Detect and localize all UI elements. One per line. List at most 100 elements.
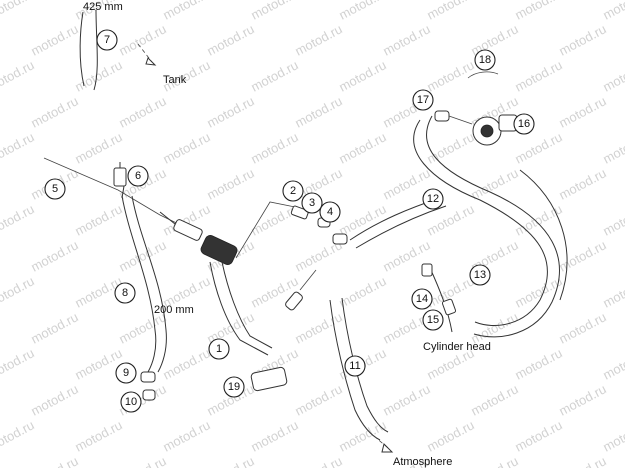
- watermark-text: motod.ru: [0, 273, 37, 310]
- watermark-text: motod.ru: [556, 165, 608, 202]
- watermark-text: motod.ru: [468, 453, 520, 468]
- watermark-text: motod.ru: [0, 417, 37, 454]
- clamp-10: [142, 389, 156, 401]
- watermark-text: motod.ru: [512, 0, 564, 23]
- svg-text:6: 6: [135, 170, 141, 182]
- svg-text:5: 5: [52, 183, 58, 195]
- atmosphere-arrow: [381, 443, 394, 453]
- fitting-17: [434, 110, 450, 122]
- watermark-text: motod.ru: [512, 57, 564, 94]
- svg-text:2: 2: [290, 185, 296, 197]
- watermark-text: motod.ru: [28, 453, 80, 468]
- svg-text:17: 17: [417, 94, 429, 106]
- callout-14: 14: [411, 288, 433, 310]
- hose-13-outer: [519, 169, 568, 301]
- watermark-text: motod.ru: [248, 129, 300, 166]
- svg-text:9: 9: [123, 367, 129, 379]
- watermark-text: motod.ru: [556, 237, 608, 274]
- watermark-text: motod.ru: [292, 453, 344, 468]
- watermark-text: motod.ru: [116, 21, 168, 58]
- watermark-text: motod.ru: [0, 57, 37, 94]
- hose-14: [429, 267, 453, 333]
- watermark-text: motod.ru: [116, 453, 168, 468]
- watermark-text: motod.ru: [512, 273, 564, 310]
- callout-9: 9: [115, 362, 137, 384]
- clamp-9: [140, 371, 156, 383]
- watermark-text: motod.ru: [556, 309, 608, 346]
- callout-19: 19: [223, 376, 245, 398]
- bracket-19: [250, 366, 288, 392]
- svg-text:8: 8: [122, 287, 128, 299]
- svg-text:1: 1: [216, 343, 222, 355]
- watermark-text: motod.ru: [512, 201, 564, 238]
- svg-text:19: 19: [228, 381, 240, 393]
- watermark-text: motod.ru: [28, 309, 80, 346]
- svg-text:4: 4: [327, 206, 333, 218]
- watermark-text: motod.ru: [600, 273, 625, 310]
- svg-text:3: 3: [309, 197, 315, 209]
- watermark-text: motod.ru: [28, 93, 80, 130]
- hose-12-edge: [355, 205, 447, 249]
- svg-text:7: 7: [104, 34, 110, 46]
- hose-1: [209, 261, 269, 356]
- callout-18: 18: [474, 49, 496, 71]
- watermark-text: motod.ru: [512, 417, 564, 454]
- hose-8: [121, 195, 157, 373]
- hose-11-edge: [341, 297, 389, 433]
- hose-11: [329, 299, 381, 441]
- valve-16-core: [480, 124, 494, 138]
- watermark-text: motod.ru: [248, 0, 300, 23]
- watermark-text: motod.ru: [380, 21, 432, 58]
- hose-5: [43, 157, 119, 191]
- tank-length-label: 425 mm: [83, 1, 123, 13]
- svg-text:14: 14: [416, 293, 428, 305]
- callout-3: 3: [301, 192, 323, 214]
- hose-length-label: 200 mm: [154, 304, 194, 316]
- watermark-text: motod.ru: [116, 93, 168, 130]
- watermark-text: motod.ru: [336, 0, 388, 23]
- watermark-text: motod.ru: [160, 345, 212, 382]
- hose-8-edge: [131, 195, 167, 373]
- callout-12: 12: [422, 188, 444, 210]
- callout-5: 5: [44, 178, 66, 200]
- watermark-text: motod.ru: [424, 417, 476, 454]
- callout-4: 4: [319, 201, 341, 223]
- watermark-text: motod.ru: [204, 453, 256, 468]
- watermark-text: motod.ru: [160, 0, 212, 23]
- watermark-text: motod.ru: [556, 453, 608, 468]
- callout-1: 1: [208, 338, 230, 360]
- fitting-6: [113, 167, 127, 187]
- watermark-text: motod.ru: [28, 21, 80, 58]
- watermark-text: motod.ru: [204, 165, 256, 202]
- watermark-text: motod.ru: [512, 129, 564, 166]
- callout-11: 11: [344, 355, 366, 377]
- atmosphere-label: Atmosphere: [393, 456, 452, 468]
- watermark-text: motod.ru: [468, 165, 520, 202]
- watermark-text: motod.ru: [28, 237, 80, 274]
- fitting-mid-link: [299, 269, 317, 291]
- watermark-text: motod.ru: [248, 417, 300, 454]
- watermark-text: motod.ru: [160, 129, 212, 166]
- callout-6: 6: [127, 165, 149, 187]
- part-18: [467, 71, 499, 79]
- watermark-text: motod.ru: [28, 381, 80, 418]
- watermark-text: motod.ru: [600, 0, 625, 23]
- hose-2-link: [235, 201, 301, 259]
- watermark-text: motod.ru: [204, 21, 256, 58]
- svg-text:11: 11: [349, 360, 360, 372]
- watermark-text: motod.ru: [0, 129, 37, 166]
- fitting-14: [421, 263, 433, 277]
- watermark-text: motod.ru: [380, 381, 432, 418]
- watermark-text: motod.ru: [556, 93, 608, 130]
- watermark-text: motod.ru: [336, 201, 388, 238]
- fitting-6-stem: [116, 162, 125, 199]
- tank-label: Tank: [163, 74, 187, 86]
- callout-13: 13: [469, 264, 491, 286]
- svg-text:13: 13: [474, 269, 486, 281]
- valve-body: [173, 219, 203, 241]
- fitting-17-link: [448, 115, 473, 125]
- cylinder-head-label: Cylinder head: [423, 341, 491, 353]
- watermark-text: motod.ru: [72, 129, 124, 166]
- watermark-text: motod.ru: [600, 201, 625, 238]
- watermark-text: motod.ru: [424, 57, 476, 94]
